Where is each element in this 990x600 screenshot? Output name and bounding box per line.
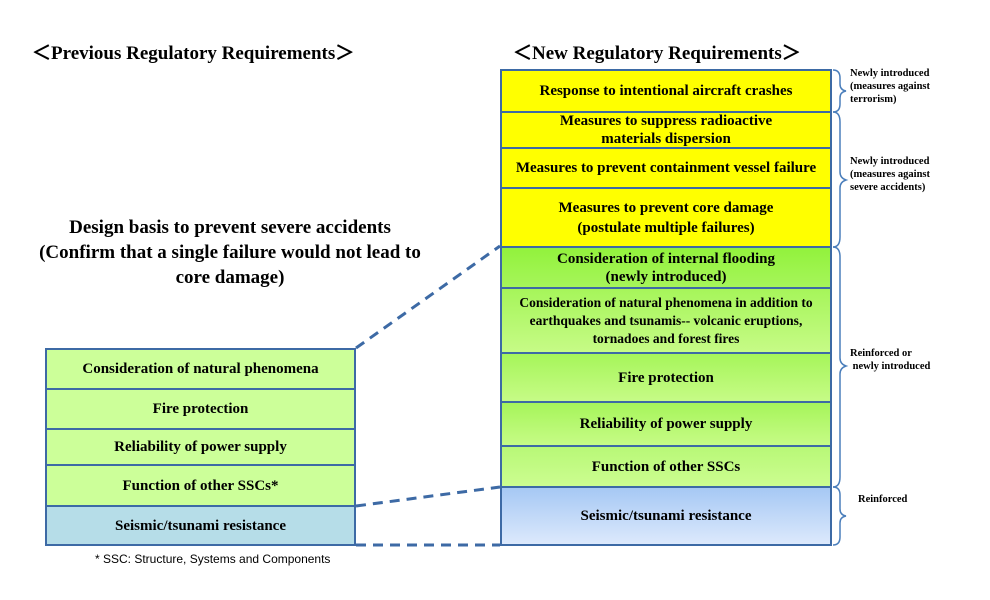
new-natural-phenomena-box: Consideration of natural phenomena in ad…	[500, 287, 832, 354]
new-radioactive-dispersion-box: Measures to suppress radioactive materia…	[500, 111, 832, 149]
prev-fire-protection-box: Fire protection	[45, 388, 356, 430]
new-requirements-heading: ＜New Regulatory Requirements＞	[513, 43, 801, 64]
brace-label-line: terrorism)	[850, 94, 897, 105]
previous-requirements-heading: ＜Previous Regulatory Requirements＞	[32, 43, 355, 64]
box-label: Measures to suppress radioactive materia…	[559, 113, 773, 147]
design-basis-line-3: core damage)	[175, 267, 285, 288]
brace-label-line: (measures against	[850, 81, 931, 92]
box-label: Measures to prevent core damage (postula…	[558, 199, 774, 236]
brace-label-severe-accidents: Newly introduced (measures against sever…	[850, 155, 930, 194]
connector-middle	[355, 485, 501, 508]
design-basis-line-1: Design basis to prevent severe accidents	[69, 217, 391, 238]
brace-label-line: newly introduced	[850, 361, 931, 372]
prev-other-sscs-box: Function of other SSCs*	[45, 464, 356, 507]
prev-power-supply-box: Reliability of power supply	[45, 428, 356, 466]
brace-label-line: Newly introduced	[850, 68, 930, 79]
new-other-sscs-box: Function of other SSCs	[500, 445, 832, 488]
box-label: Consideration of natural phenomena in ad…	[519, 294, 813, 346]
brace-terrorism	[832, 69, 847, 113]
box-label: Consideration of internal flooding (newl…	[557, 250, 775, 285]
new-core-damage-box: Measures to prevent core damage (postula…	[500, 187, 832, 248]
ssc-footnote: * SSC: Structure, Systems and Components	[95, 552, 331, 566]
brace-reinforced	[832, 486, 847, 546]
brace-reinforced-or-new	[832, 246, 849, 488]
brace-severe-accidents	[832, 111, 849, 248]
brace-label-line: Reinforced or	[850, 348, 912, 359]
new-internal-flooding-box: Consideration of internal flooding (newl…	[500, 246, 832, 289]
prev-natural-phenomena-box: Consideration of natural phenomena	[45, 348, 356, 390]
connector-top	[355, 244, 501, 350]
new-fire-protection-box: Fire protection	[500, 352, 832, 403]
new-containment-vessel-box: Measures to prevent containment vessel f…	[500, 147, 832, 189]
design-basis-caption: Design basis to prevent severe accidents…	[10, 215, 450, 290]
prev-seismic-tsunami-box: Seismic/tsunami resistance	[45, 505, 356, 546]
brace-label-line: Newly introduced	[850, 156, 930, 167]
brace-label-line: Reinforced	[858, 494, 908, 505]
new-aircraft-crashes-box: Response to intentional aircraft crashes	[500, 69, 832, 113]
box-label: Measures to prevent containment vessel f…	[515, 160, 817, 176]
new-seismic-tsunami-box: Seismic/tsunami resistance	[500, 486, 832, 546]
design-basis-line-2: (Confirm that a single failure would not…	[39, 242, 421, 263]
brace-label-line: (measures against	[850, 169, 931, 180]
brace-label-line: severe accidents)	[850, 182, 926, 193]
brace-label-reinforced-or-new: Reinforced or newly introduced	[850, 347, 930, 373]
brace-label-terrorism: Newly introduced (measures against terro…	[850, 67, 930, 106]
new-power-supply-box: Reliability of power supply	[500, 401, 832, 447]
brace-label-reinforced: Reinforced	[858, 493, 907, 506]
